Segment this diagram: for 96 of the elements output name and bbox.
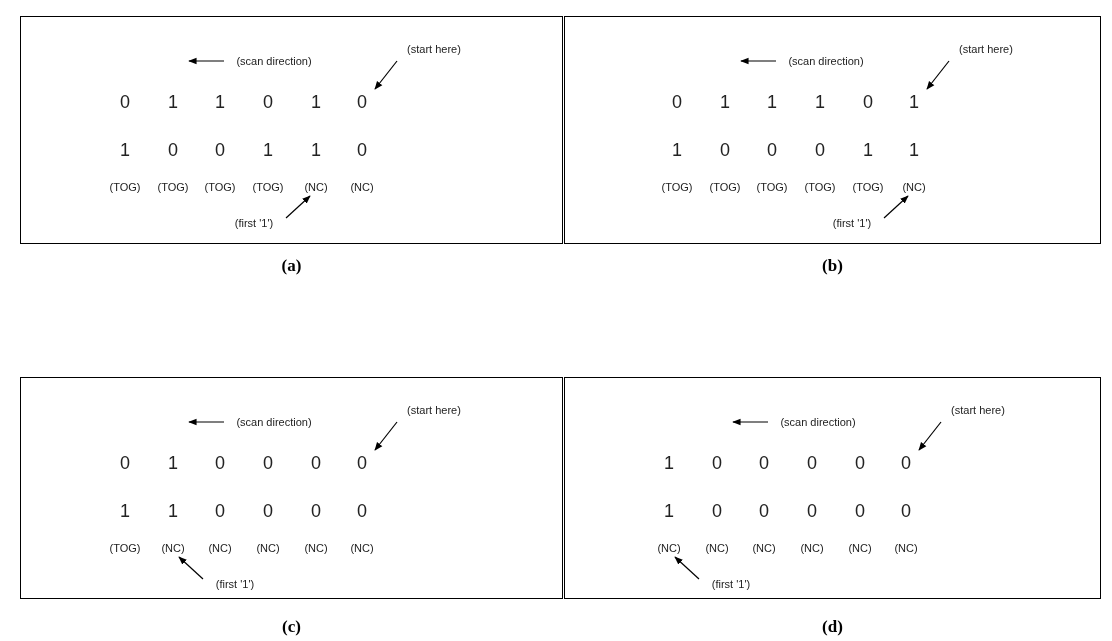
bit-digit: 0 xyxy=(263,500,273,522)
leader-line xyxy=(285,195,311,219)
bit-digit: 0 xyxy=(712,500,722,522)
bit-digit: 0 xyxy=(357,452,367,474)
bit-digit: 1 xyxy=(311,91,321,113)
status-text: (NC) xyxy=(705,542,729,554)
bit-digit: 1 xyxy=(767,91,777,113)
bit-digit: 1 xyxy=(909,139,919,161)
bit-digit: 1 xyxy=(168,500,178,522)
status-text: (TOG) xyxy=(109,542,141,554)
status-text: (TOG) xyxy=(804,181,836,193)
note-text: (scan direction) xyxy=(788,55,864,67)
bit-digit: 1 xyxy=(168,452,178,474)
status-text: (NC) xyxy=(752,542,776,554)
panel-caption: (c) xyxy=(282,617,301,637)
status-text: (TOG) xyxy=(661,181,693,193)
note-text: (start here) xyxy=(951,404,1005,416)
bit-digit: 0 xyxy=(901,452,911,474)
leader-line xyxy=(374,60,398,90)
bit-digit: 1 xyxy=(664,500,674,522)
bit-digit: 0 xyxy=(807,500,817,522)
bit-digit: 1 xyxy=(215,91,225,113)
bit-digit: 0 xyxy=(815,139,825,161)
bit-digit: 1 xyxy=(815,91,825,113)
bit-digit: 1 xyxy=(120,500,130,522)
status-text: (TOG) xyxy=(252,181,284,193)
bit-digit: 0 xyxy=(263,452,273,474)
leader-line xyxy=(674,556,700,580)
bit-digit: 1 xyxy=(720,91,730,113)
note-text: (scan direction) xyxy=(236,416,312,428)
bit-digit: 0 xyxy=(767,139,777,161)
note-text: (start here) xyxy=(407,404,461,416)
note-text: (scan direction) xyxy=(236,55,312,67)
bit-digit: 1 xyxy=(263,139,273,161)
bit-digit: 0 xyxy=(263,91,273,113)
bit-digit: 0 xyxy=(120,452,130,474)
bit-digit: 0 xyxy=(720,139,730,161)
status-text: (NC) xyxy=(208,542,232,554)
note-text: (scan direction) xyxy=(780,416,856,428)
bit-digit: 1 xyxy=(168,91,178,113)
status-text: (TOG) xyxy=(204,181,236,193)
bit-digit: 0 xyxy=(807,452,817,474)
bit-digit: 0 xyxy=(759,452,769,474)
note-text: (first '1') xyxy=(234,217,274,229)
bit-digit: 0 xyxy=(357,500,367,522)
status-text: (NC) xyxy=(902,181,926,193)
status-text: (TOG) xyxy=(109,181,141,193)
status-text: (NC) xyxy=(161,542,185,554)
status-text: (TOG) xyxy=(157,181,189,193)
bit-digit: 0 xyxy=(901,500,911,522)
leader-line xyxy=(374,421,398,451)
bit-digit: 1 xyxy=(120,139,130,161)
bit-digit: 1 xyxy=(311,139,321,161)
bit-digit: 1 xyxy=(909,91,919,113)
status-text: (NC) xyxy=(894,542,918,554)
leader-line xyxy=(883,195,909,219)
bit-digit: 0 xyxy=(357,139,367,161)
leader-line xyxy=(918,421,942,451)
bit-digit: 0 xyxy=(759,500,769,522)
bit-digit: 1 xyxy=(664,452,674,474)
bit-digit: 0 xyxy=(672,91,682,113)
bit-digit: 0 xyxy=(855,452,865,474)
note-text: (first '1') xyxy=(711,578,751,590)
status-text: (NC) xyxy=(848,542,872,554)
status-text: (NC) xyxy=(350,181,374,193)
note-text: (start here) xyxy=(407,43,461,55)
leader-line xyxy=(178,556,204,580)
leader-line xyxy=(926,60,950,90)
status-text: (NC) xyxy=(304,542,328,554)
note-text: (first '1') xyxy=(215,578,255,590)
status-text: (TOG) xyxy=(756,181,788,193)
status-text: (NC) xyxy=(800,542,824,554)
status-text: (NC) xyxy=(657,542,681,554)
panel-caption: (d) xyxy=(822,617,843,637)
note-text: (first '1') xyxy=(832,217,872,229)
status-text: (TOG) xyxy=(709,181,741,193)
bit-digit: 0 xyxy=(311,500,321,522)
bit-digit: 0 xyxy=(215,452,225,474)
bit-digit: 0 xyxy=(215,500,225,522)
bit-digit: 0 xyxy=(120,91,130,113)
panel-caption: (a) xyxy=(281,256,302,276)
bit-digit: 0 xyxy=(311,452,321,474)
panel-caption: (b) xyxy=(822,256,843,276)
bit-digit: 0 xyxy=(863,91,873,113)
bit-digit: 0 xyxy=(168,139,178,161)
status-text: (NC) xyxy=(304,181,328,193)
bit-digit: 1 xyxy=(863,139,873,161)
status-text: (NC) xyxy=(350,542,374,554)
bit-digit: 0 xyxy=(855,500,865,522)
status-text: (NC) xyxy=(256,542,280,554)
bit-digit: 0 xyxy=(712,452,722,474)
bit-digit: 0 xyxy=(357,91,367,113)
note-text: (start here) xyxy=(959,43,1013,55)
bit-digit: 0 xyxy=(215,139,225,161)
bit-digit: 1 xyxy=(672,139,682,161)
status-text: (TOG) xyxy=(852,181,884,193)
